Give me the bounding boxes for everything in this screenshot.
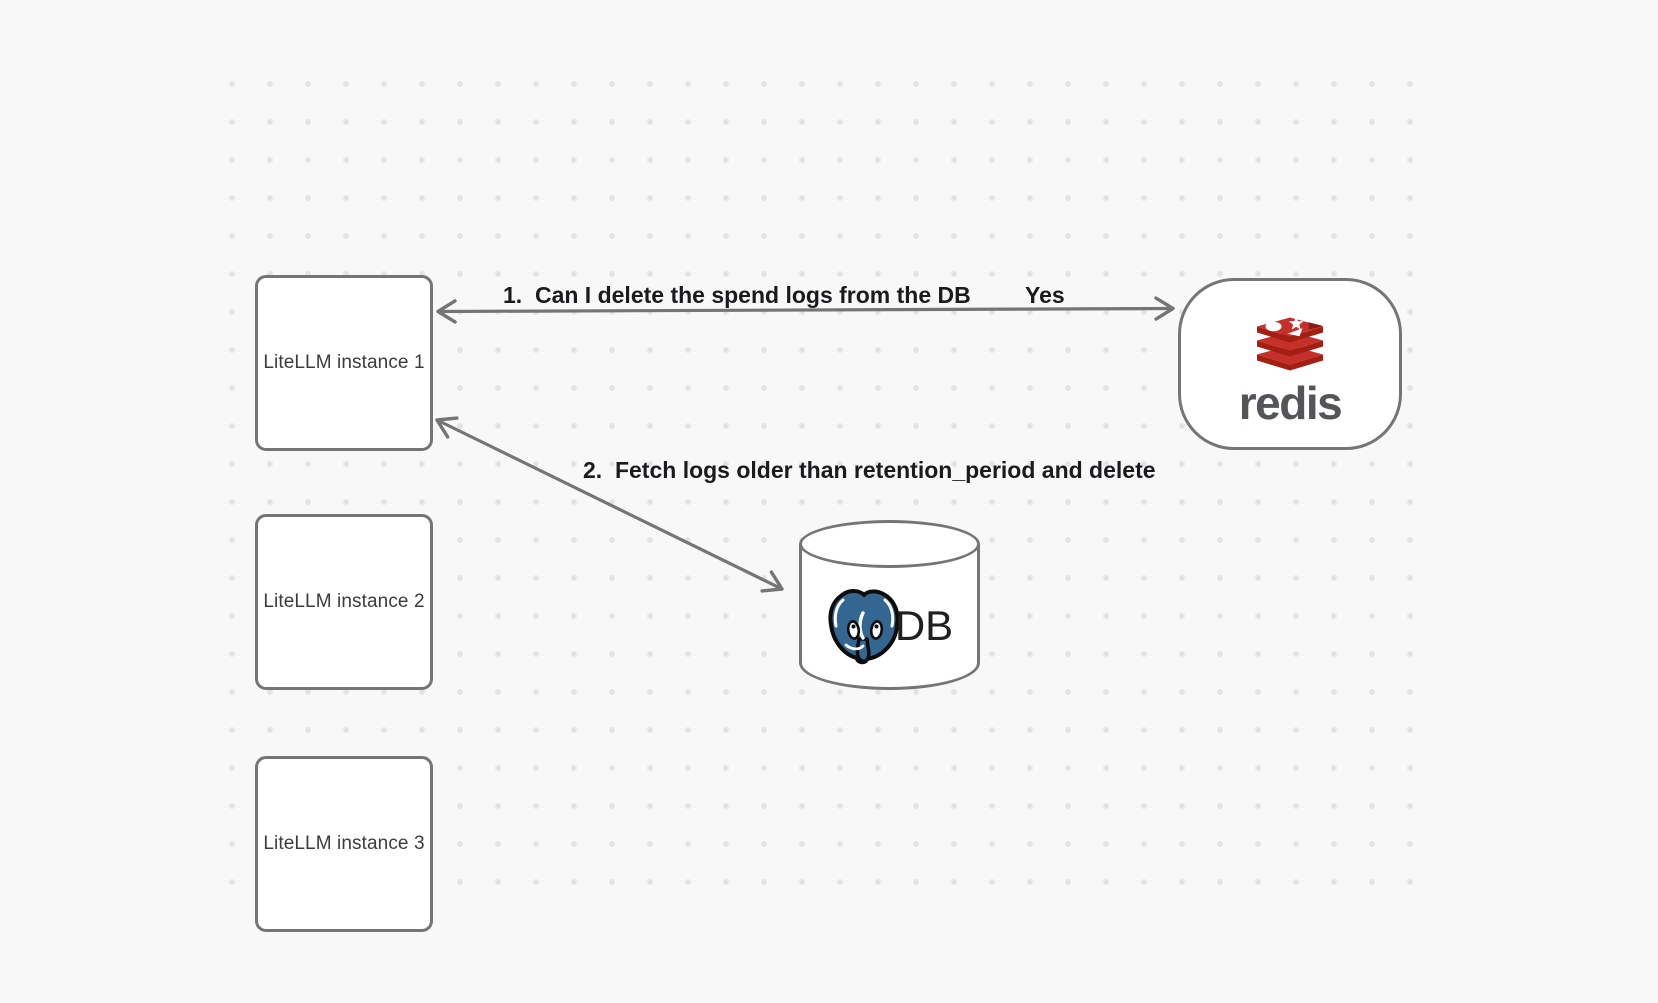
edge-label-delete-spend-logs: 1. Can I delete the spend logs from the … [503, 282, 971, 308]
edge-label-yes: Yes [1025, 282, 1065, 308]
node-redis[interactable]: redis [1178, 278, 1402, 450]
node-litellm-instance-2[interactable]: LiteLLM instance 2 [255, 514, 433, 690]
node-litellm-instance-3[interactable]: LiteLLM instance 3 [255, 756, 433, 932]
node-litellm-instance-3-label: LiteLLM instance 3 [263, 833, 425, 854]
database-label: DB [894, 602, 954, 649]
edge-label-fetch-logs: 2. Fetch logs older than retention_perio… [583, 457, 1156, 483]
postgresql-elephant-icon [828, 589, 900, 665]
node-litellm-instance-1[interactable]: LiteLLM instance 1 [255, 275, 433, 451]
redis-wordmark: redis [1238, 377, 1343, 429]
node-litellm-instance-2-label: LiteLLM instance 2 [263, 591, 425, 612]
node-database[interactable]: DB [799, 520, 980, 690]
redis-logo-icon [1257, 317, 1323, 371]
database-cylinder-top [799, 520, 980, 568]
node-litellm-instance-1-label: LiteLLM instance 1 [263, 352, 425, 373]
